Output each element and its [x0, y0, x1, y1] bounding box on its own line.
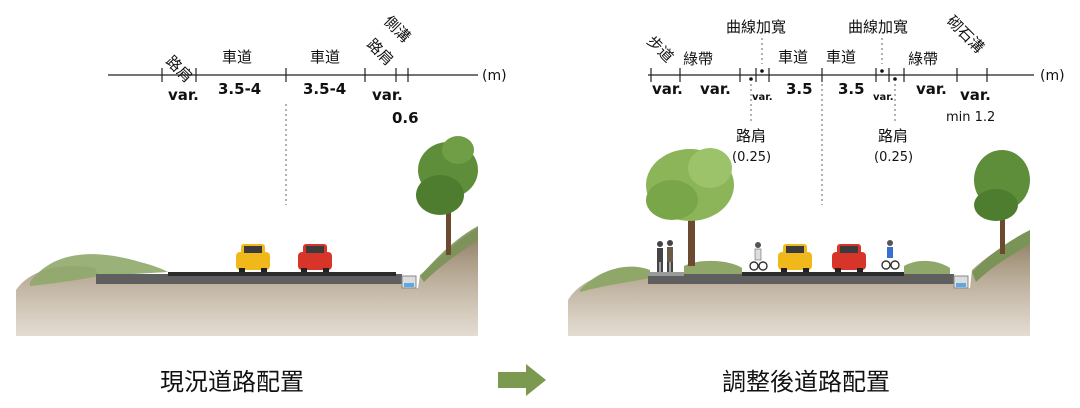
greenbelt-left [684, 260, 742, 275]
value-lane-1: 3.5 [786, 80, 813, 98]
ditch-water [956, 283, 966, 287]
proposed-section: (m) 步道 綠帶 曲線加寬 車道 車道 曲線加寬 綠帶 砌石溝 var. va… [568, 12, 1065, 396]
label-lane-1: 車道 [222, 48, 252, 66]
road-surface [742, 272, 904, 276]
tree-icon [416, 136, 478, 255]
label-curve-widening-left: 曲線加寬 [726, 18, 786, 36]
grass-left [580, 266, 650, 292]
car-icon [832, 244, 866, 272]
value-lane-2: 3.5-4 [303, 80, 346, 98]
label-curve-widening-right: 曲線加寬 [848, 18, 908, 36]
sidewalk-surface [648, 272, 684, 276]
greenbelt-right [904, 260, 950, 275]
value-shoulder-left: (0.25) [732, 150, 771, 165]
value-shoulder-left: var. [168, 86, 199, 104]
pedestrian-icon [657, 240, 673, 272]
value-greenbelt-right: var. [916, 80, 947, 98]
grass-left [30, 254, 168, 286]
value-sidewalk: var. [652, 80, 683, 98]
caption-proposed: 調整後道路配置 [722, 368, 890, 396]
value-lane-1: 3.5-4 [218, 80, 261, 98]
value-shoulder-right: (0.25) [874, 150, 913, 165]
tree-icon [646, 148, 734, 266]
arrow-right-icon [498, 364, 546, 396]
value-shoulder-right: var. [372, 86, 403, 104]
shoulder-dots [749, 69, 897, 81]
label-side-ditch: 側溝 [380, 12, 414, 46]
label-stone-ditch: 砌石溝 [943, 12, 988, 57]
value-curve-widening-right: var. [873, 92, 894, 103]
label-shoulder-right: 路肩 [363, 35, 397, 69]
label-shoulder-right: 路肩 [878, 127, 908, 145]
label-greenbelt-left: 綠帶 [683, 50, 713, 68]
road-base [96, 274, 402, 284]
ditch-water [404, 283, 414, 287]
unit-label: (m) [482, 68, 507, 84]
grass-slope [972, 230, 1030, 282]
cyclist-icon [749, 242, 768, 271]
tree-icon [974, 150, 1030, 254]
value-side-ditch: 0.6 [392, 109, 419, 127]
value-lane-2: 3.5 [838, 80, 865, 98]
label-sidewalk: 步道 [643, 32, 677, 66]
label-greenbelt-right: 綠帶 [908, 50, 938, 68]
car-icon [778, 244, 812, 272]
dimension-ticks [650, 68, 988, 82]
label-shoulder-left: 路肩 [162, 52, 196, 86]
current-section: (m) 路肩 車道 車道 路肩 側溝 var. 3.5-4 3.5-4 var.… [16, 12, 507, 396]
label-shoulder-left: 路肩 [736, 127, 766, 145]
caption-current: 現況道路配置 [160, 368, 304, 396]
value-stone-ditch-min: min 1.2 [946, 110, 995, 125]
value-greenbelt-left: var. [700, 80, 731, 98]
value-stone-ditch: var. [960, 86, 991, 104]
label-lane-2: 車道 [826, 48, 856, 66]
label-lane-1: 車道 [778, 48, 808, 66]
dimension-ticks [161, 68, 409, 82]
car-icon [236, 244, 270, 272]
car-icon [298, 244, 332, 272]
label-lane-2: 車道 [310, 48, 340, 66]
road-surface [168, 272, 396, 276]
cyclist-icon [881, 240, 900, 270]
road-base [648, 274, 954, 284]
value-curve-widening-left: var. [752, 92, 773, 103]
unit-label: (m) [1040, 68, 1065, 84]
